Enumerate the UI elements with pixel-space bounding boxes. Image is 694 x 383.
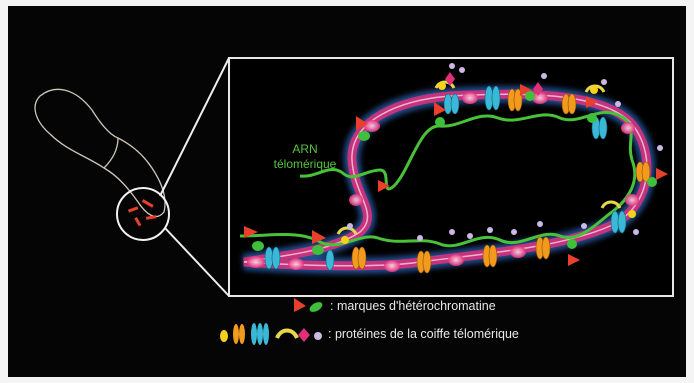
red-flag-icon <box>294 298 306 312</box>
cyan-barrels-icon <box>251 323 269 345</box>
rna-label-line2: télomérique <box>250 157 360 172</box>
zoom-line-top <box>160 58 229 196</box>
rna-label-line1: ARN <box>250 142 360 157</box>
legend-telomeric-cap-label: : protéines de la coiffe télomérique <box>328 327 519 341</box>
legend-cap-icons <box>220 323 322 345</box>
rna-label: ARN télomérique <box>250 142 360 172</box>
crescent-icon <box>277 331 297 339</box>
orange-barrels-icon <box>233 324 245 344</box>
lilac-dot-icon <box>314 332 322 340</box>
legend-heterochromatin-label: : marques d'hétérochromatine <box>330 299 496 313</box>
magenta-diamond-icon <box>298 328 310 342</box>
green-oval-icon <box>308 300 324 314</box>
legend-heterochromatin-icons <box>294 298 324 314</box>
zoom-line-bottom <box>165 228 229 296</box>
chromosome-icon <box>35 89 165 216</box>
yellow-oval-icon <box>220 330 228 342</box>
